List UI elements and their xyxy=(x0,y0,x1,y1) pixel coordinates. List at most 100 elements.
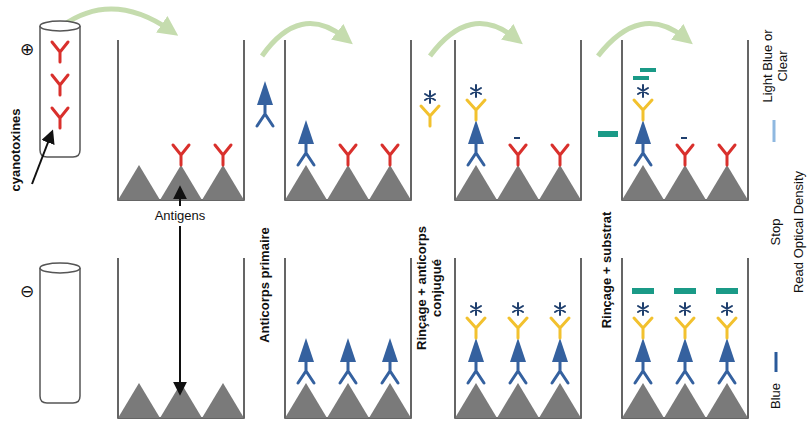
primary-antibody xyxy=(382,338,398,383)
well xyxy=(622,40,748,200)
leader-arrow xyxy=(179,188,181,206)
gray-triangle xyxy=(202,383,244,418)
gray-triangle xyxy=(369,383,411,418)
conjugated-antibody xyxy=(718,303,736,338)
primary-antibody xyxy=(635,338,651,383)
blue-bar xyxy=(775,352,778,372)
gray-triangle xyxy=(539,165,581,200)
conjugated-antibody xyxy=(509,303,527,338)
gray-triangle xyxy=(539,383,581,418)
well xyxy=(455,40,581,200)
primary-antibody xyxy=(552,338,568,383)
step-arrow xyxy=(598,24,685,56)
gray-triangle xyxy=(706,383,748,418)
gray-triangle xyxy=(369,165,411,200)
cyanotoxin-y xyxy=(719,145,735,165)
primary-antibody xyxy=(677,338,693,383)
substrate-dash xyxy=(640,68,656,72)
read-label: Read Optical Density xyxy=(792,171,807,293)
primary-antibody xyxy=(468,120,484,165)
cyanotoxin-y xyxy=(340,145,356,165)
gray-triangle xyxy=(664,383,706,418)
gray-triangle xyxy=(118,383,160,418)
gray-triangle xyxy=(118,165,160,200)
sample-tube xyxy=(40,268,80,403)
well xyxy=(285,258,411,418)
substrate-dash xyxy=(674,288,696,294)
primary-antibody xyxy=(468,338,484,383)
sample-tube xyxy=(40,26,80,157)
gray-triangle xyxy=(664,165,706,200)
conjugated-antibody xyxy=(676,303,694,338)
conjugated-antibody xyxy=(467,85,485,120)
result-label: Blue xyxy=(769,383,784,409)
coated-antigens xyxy=(118,165,748,418)
sample-label: cyanotoxines xyxy=(9,108,24,191)
primary-antibody xyxy=(719,338,735,383)
step-arrow xyxy=(262,24,345,56)
tube-rim xyxy=(40,263,80,273)
leader-arrow xyxy=(179,226,181,393)
small-dash xyxy=(681,137,687,139)
small-dash xyxy=(514,137,520,139)
gray-triangle xyxy=(327,165,369,200)
conjugated-antibody xyxy=(634,85,652,120)
gray-triangle xyxy=(706,165,748,200)
leader-arrow xyxy=(32,132,52,184)
gray-triangle xyxy=(285,383,327,418)
tube-rim xyxy=(40,21,80,31)
well xyxy=(118,40,244,200)
stop-label: Stop xyxy=(769,219,784,246)
primary-antibody xyxy=(340,338,356,383)
gray-triangle xyxy=(497,165,539,200)
gray-triangle xyxy=(622,165,664,200)
cyanotoxin-y xyxy=(382,145,398,165)
well xyxy=(455,258,581,418)
tubes xyxy=(40,21,80,403)
primary-antibody xyxy=(635,120,651,165)
gray-triangle xyxy=(497,383,539,418)
cyanotoxin-y xyxy=(52,75,68,95)
conjugated-antibody xyxy=(634,303,652,338)
primary-antibody xyxy=(298,338,314,383)
primary-antibody xyxy=(257,81,273,126)
step-label: Rinçage + substrat xyxy=(600,212,615,329)
primary-antibody xyxy=(298,120,314,165)
substrate-dash xyxy=(632,288,654,294)
primary-antibody xyxy=(510,338,526,383)
conjugated-antibody xyxy=(551,303,569,338)
gray-triangle xyxy=(327,383,369,418)
gray-triangle xyxy=(285,165,327,200)
substrate-dash xyxy=(633,76,649,80)
substrate-dash xyxy=(598,131,618,137)
cyanotoxin-y xyxy=(52,108,68,128)
negative-sign: ⊖ xyxy=(20,282,34,302)
wells xyxy=(118,40,748,418)
cyanotoxin-y xyxy=(215,145,231,165)
antigen-label: Antigens xyxy=(155,209,206,224)
cyanotoxin-y xyxy=(677,145,693,165)
cyanotoxin-y xyxy=(52,42,68,62)
cyanotoxin-y xyxy=(510,145,526,165)
cyanotoxin-y xyxy=(173,145,189,165)
well xyxy=(622,258,748,418)
positive-sign: ⊕ xyxy=(20,40,34,60)
gray-triangle xyxy=(455,383,497,418)
substrate-dash xyxy=(716,288,738,294)
conjugated-antibody xyxy=(467,303,485,338)
light-blue-bar xyxy=(773,120,776,142)
gray-triangle xyxy=(202,165,244,200)
conjugated-antibody xyxy=(421,91,439,126)
cyanotoxin-y xyxy=(552,145,568,165)
step-label: Anticorps primaire xyxy=(258,227,273,343)
result-label: Light Blue or Clear xyxy=(761,19,791,114)
well xyxy=(285,40,411,200)
step-arrow xyxy=(430,24,515,56)
gray-triangle xyxy=(455,165,497,200)
step-arrows xyxy=(62,9,685,56)
gray-triangle xyxy=(622,383,664,418)
step-label: Rinçage + anticorps conjugué xyxy=(415,213,445,363)
